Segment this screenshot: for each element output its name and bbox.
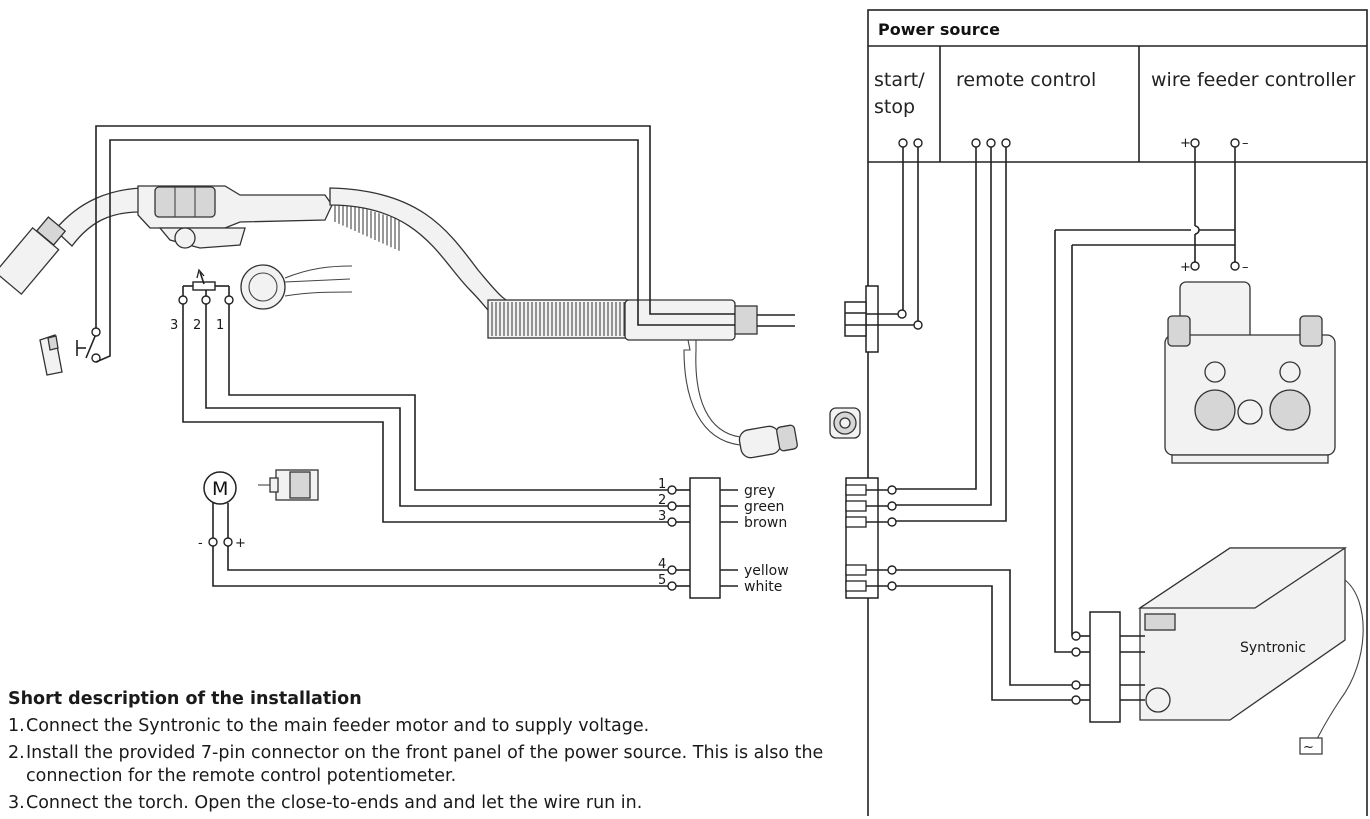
pot-pin-1: 1 bbox=[216, 318, 224, 333]
description-title: Short description of the installation bbox=[8, 689, 362, 709]
remote-terminal-1 bbox=[971, 138, 981, 148]
wire-feeder-unit bbox=[1164, 281, 1336, 464]
connector-pin-terminal bbox=[667, 565, 677, 575]
motor-minus: - bbox=[198, 536, 203, 551]
power-source-title: Power source bbox=[878, 20, 1000, 39]
controller-block-terminal bbox=[1071, 695, 1081, 705]
controller-block-terminal bbox=[1071, 631, 1081, 641]
socket-pin-terminal bbox=[887, 485, 897, 495]
connector-pin-terminal bbox=[667, 501, 677, 511]
ac-symbol: ~ bbox=[1303, 740, 1314, 755]
connector-pin-number: 2 bbox=[658, 493, 666, 508]
pot-pin-3: 3 bbox=[170, 318, 178, 333]
controller-block-terminal bbox=[1071, 680, 1081, 690]
connector-pin-color-label: brown bbox=[744, 515, 787, 531]
column-start-stop-line2: stop bbox=[874, 96, 915, 118]
socket-pin-terminal bbox=[887, 581, 897, 591]
connector-pin-number: 5 bbox=[658, 573, 666, 588]
power-source-panel: Power source start/ stop remote control … bbox=[867, 9, 1368, 816]
syntronic-label: Syntronic bbox=[1240, 640, 1306, 656]
pot-pin-2: 2 bbox=[193, 318, 201, 333]
connector-pin-number: 3 bbox=[658, 509, 666, 524]
installation-description: Short description of the installation 1.… bbox=[8, 688, 858, 819]
controller-terminal-block bbox=[1071, 611, 1145, 723]
column-remote-control: remote control bbox=[956, 69, 1096, 91]
feeder-motor-symbol: M - + bbox=[198, 471, 246, 551]
connector-pin-number: 1 bbox=[658, 477, 666, 492]
feeder-minus-sign: – bbox=[1242, 260, 1249, 275]
rear-bellows-body bbox=[487, 299, 629, 339]
connector-pin-number: 4 bbox=[658, 557, 666, 572]
column-start-stop-line1: start/ bbox=[874, 69, 925, 91]
connector-pin-terminal bbox=[667, 485, 677, 495]
trigger-switch bbox=[39, 327, 101, 376]
connector-pin-color-label: white bbox=[744, 579, 782, 595]
start-stop-terminal-a bbox=[898, 138, 908, 148]
description-steps: 1.Connect the Syntronic to the main feed… bbox=[8, 715, 858, 815]
torch-wiring bbox=[95, 125, 735, 587]
socket-pin-terminal bbox=[887, 565, 897, 575]
potentiometer-knob bbox=[240, 264, 353, 310]
potentiometer-symbol: 3 2 1 bbox=[170, 268, 234, 333]
connector-pin-terminal bbox=[667, 517, 677, 527]
socket-pin bbox=[845, 516, 867, 528]
controller-block-terminal bbox=[1071, 647, 1081, 657]
start-stop-terminal-b bbox=[913, 138, 923, 148]
socket-pin-terminal bbox=[887, 501, 897, 511]
socket-pin bbox=[845, 500, 867, 512]
welding-torch bbox=[0, 185, 798, 459]
connector-pin-color-label: grey bbox=[744, 483, 775, 499]
power-source-socket bbox=[845, 147, 1072, 701]
controller-plus-sign: + bbox=[1180, 136, 1191, 151]
start-stop-socket bbox=[844, 147, 923, 353]
feeder-plus-sign: + bbox=[1180, 260, 1191, 275]
socket-sketch-icon bbox=[829, 407, 861, 439]
motor-plus: + bbox=[235, 536, 246, 551]
controller-plus-terminal bbox=[1190, 138, 1200, 148]
motor-sketch-icon bbox=[258, 469, 319, 501]
socket-pin bbox=[845, 580, 867, 592]
column-wire-feeder-controller: wire feeder controller bbox=[1151, 69, 1355, 91]
connector-pin-terminal bbox=[667, 581, 677, 591]
remote-terminal-3 bbox=[1001, 138, 1011, 148]
syntronic-controller: Syntronic ~ bbox=[1137, 547, 1364, 755]
controller-minus-terminal bbox=[1230, 138, 1240, 148]
socket-pin-terminal bbox=[887, 517, 897, 527]
controller-minus-sign: – bbox=[1242, 136, 1249, 151]
description-step-2: 2.Install the provided 7-pin connector o… bbox=[8, 743, 824, 786]
socket-pin bbox=[845, 564, 867, 576]
seven-pin-connector: 1 grey 2 green 3 brown 4 yellow 5 white bbox=[658, 477, 789, 599]
description-step-1: 1.Connect the Syntronic to the main feed… bbox=[8, 716, 650, 736]
connector-pin-color-label: green bbox=[744, 499, 784, 515]
motor-letter: M bbox=[212, 478, 228, 500]
controller-wiring: + – bbox=[1054, 147, 1249, 653]
remote-terminal-2 bbox=[986, 138, 996, 148]
connector-pin-color-label: yellow bbox=[744, 563, 789, 579]
socket-pin bbox=[845, 484, 867, 496]
description-step-3: 3.Connect the torch. Open the close-to-e… bbox=[8, 793, 643, 813]
